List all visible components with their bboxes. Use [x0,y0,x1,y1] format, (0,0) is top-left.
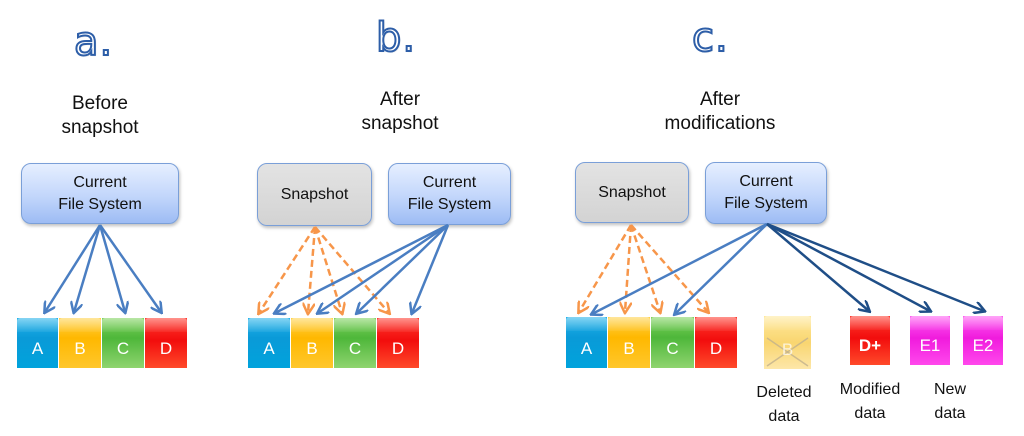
panel-b-block-d: D [377,318,419,368]
block-label: D+ [858,336,882,355]
arrow-snap-to-d [630,224,708,312]
snapshot-label: Snapshot [598,183,666,201]
panel-b-fs-arrows [275,223,450,313]
panel-c-block-a: A [566,317,607,368]
arrow-fs-to-a [45,224,102,312]
panel-c-modified-arrows [766,222,984,311]
current-fs-label-line1: Current [739,173,793,190]
arrow-fs-to-d [98,224,161,312]
panel-c-modified-block: D+ [850,316,890,365]
panel-c-block-d: D [695,317,737,368]
arrow-fs-to-e2 [766,222,984,311]
arrow-snap-to-b [308,226,317,313]
block-label: D [391,339,405,358]
block-label: A [263,339,275,358]
arrow-fs-to-d-plus [766,223,869,311]
current-fs-label-line1: Current [422,174,477,191]
current-fs-label-line2: File System [58,195,142,213]
current-fs-label-line1: Current [73,173,127,191]
panel-a-block-a: A [17,318,58,368]
arrow-fs-to-c [357,224,449,313]
panel-c-fs-arrows [592,222,768,314]
panel-c-block-b: B [608,317,650,368]
block-label: E1 [919,336,941,355]
panel-b-block-c: C [334,318,376,368]
panel-c-snapshot-box: Snapshot [575,162,689,223]
snapshot-label: Snapshot [280,185,349,203]
arrow-fs-to-b [74,224,102,312]
arrow-snap-to-a [579,224,633,312]
panel-c-deleted-block: B [764,316,811,369]
block-label: E2 [972,336,994,355]
panel-c-block-c: C [651,317,694,368]
panel-a-caption-line2: snapshot [61,117,139,138]
arrow-snap-to-a [259,226,317,313]
legend-line2: data [934,405,966,422]
legend-line1: New [933,381,966,398]
panel-b-caption-line1: After [379,89,421,110]
panel-c-current-file-system-box: Current File System [705,162,827,224]
panel-b-snapshot-box: Snapshot [257,163,372,226]
arrow-fs-to-c [98,224,125,312]
block-label: A [580,339,593,358]
legend-line2: data [768,408,800,425]
panel-c-caption-line1: After [699,89,741,110]
current-fs-label-line2: File System [407,196,492,213]
panel-a-block-d: D [145,318,187,368]
arrow-fs-to-a [275,223,449,313]
arrow-snap-to-b [625,224,633,312]
arrow-fs-to-c [675,223,768,314]
block-label: D [159,339,173,358]
block-label: B [74,339,86,358]
block-label: C [666,339,679,358]
panel-b-current-file-system-box: Current File System [388,163,511,225]
panel-a-current-file-system-box: Current File System [21,163,179,224]
panel-a-letter: a. [73,19,114,65]
arrow-fs-to-d [412,224,450,313]
panel-a-block-b: B [59,318,101,368]
arrow-snap-to-d [314,226,389,313]
legend-modified-data: Modified data [828,378,912,426]
block-label: C [116,339,130,358]
panel-b-block-b: B [291,318,333,368]
arrow-fs-to-a [592,222,768,314]
panel-a-fs-arrows [45,224,161,312]
legend-line2: data [854,405,886,422]
panel-c-letter: c. [691,15,729,61]
panel-b-block-a: A [248,318,290,368]
current-fs-label-line2: File System [724,195,808,212]
panel-b-caption-line2: snapshot [361,113,439,134]
panel-c-new-block-e1: E1 [910,316,950,365]
deleted-cross-icon [766,337,809,367]
block-label: D [709,339,723,358]
legend-line1: Modified [839,381,901,398]
block-label: B [623,339,635,358]
block-label: B [781,340,794,359]
legend-deleted-data: Deleted data [744,381,824,429]
legend-new-data: New data [920,378,980,426]
arrow-snap-to-c [629,224,660,312]
panel-c-new-block-e2: E2 [963,316,1003,365]
panel-c-caption-line2: modifications [664,113,776,134]
panel-b-snapshot-arrows [259,226,389,313]
panel-a-caption-line1: Before [72,93,128,114]
arrow-snap-to-c [313,226,342,313]
block-label: C [348,339,362,358]
panel-b-letter: b. [375,15,417,61]
panel-c-caption: After modifications [650,88,790,136]
block-label: B [306,339,318,358]
panel-a-caption: Before snapshot [40,92,160,140]
panel-a-block-c: C [102,318,144,368]
block-label: A [31,339,44,358]
panel-b-caption: After snapshot [340,88,460,136]
arrow-fs-to-e1 [766,222,930,311]
legend-line1: Deleted [756,384,812,401]
arrow-fs-to-b [318,223,449,313]
